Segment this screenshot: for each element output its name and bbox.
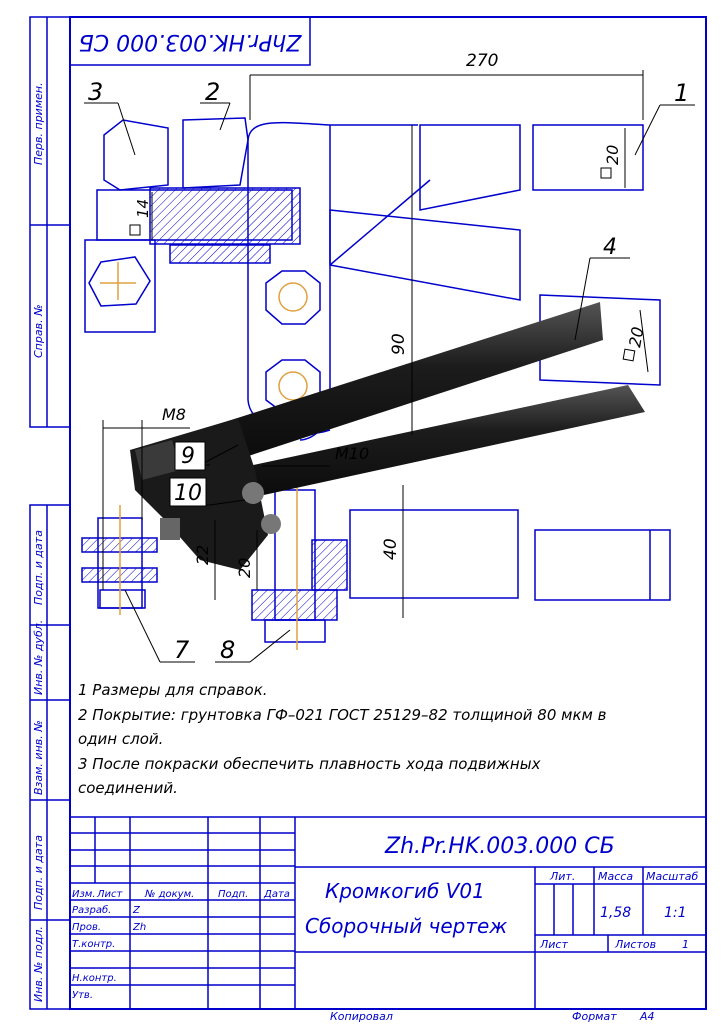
side-label-podp2: Подп. и дата: [32, 835, 45, 910]
balloon-1: 1: [674, 79, 689, 107]
sig-role-2: Т.контр.: [72, 939, 115, 950]
balloon-8: 8: [220, 636, 235, 664]
hdr-izm: Изм.: [72, 889, 96, 900]
side-label-vzam: Взам. инв. №: [32, 720, 45, 795]
sig-role-4: Н.контр.: [72, 973, 117, 984]
balloon-2: 2: [205, 78, 220, 106]
sig-role-1: Пров.: [72, 922, 101, 933]
note-line-5: соединений.: [78, 779, 178, 797]
code-top: ZhPr.HK.003.000 СБ: [79, 29, 303, 54]
dim-20a: 20: [235, 558, 254, 578]
side-strip: [29, 16, 71, 1010]
sig-role-5: Утв.: [72, 990, 93, 1001]
dim-m10: M10: [335, 444, 369, 463]
copied-label: Копировал: [330, 1010, 393, 1023]
dim-22: 22: [193, 545, 212, 565]
side-label-inv-podl: Инв. № подл.: [32, 926, 45, 1002]
side-labels: Перв. примен. Справ. № Подп. и дата Инв.…: [32, 82, 45, 1002]
drawing-code: Zh.Pr.HK.003.000 СБ: [384, 834, 615, 859]
hdr-date: Дата: [263, 889, 290, 900]
balloon-9: 9: [181, 444, 195, 469]
hdr-doc: № докум.: [144, 889, 194, 900]
tool-render: [130, 302, 645, 570]
title-block-text: Zh.Pr.HK.003.000 СБ Кромкогиб V01 Сбороч…: [72, 834, 698, 1023]
balloon-4: 4: [603, 235, 617, 260]
drawing-title-2: Сборочный чертеж: [305, 914, 507, 938]
scale-value: 1:1: [664, 905, 687, 921]
side-label-perv: Перв. примен.: [32, 82, 45, 165]
note-line-3: один слой.: [78, 730, 163, 748]
side-label-inv-dubl: Инв. № дубл.: [32, 620, 45, 695]
sig-role-0: Разраб.: [72, 904, 111, 916]
assembly-drawing: [81, 70, 695, 663]
hdr-list: Лист: [96, 889, 124, 900]
note-line-1: 1 Размеры для справок.: [78, 681, 268, 699]
sig-name-0: Z: [132, 905, 141, 916]
drawing-title-1: Кромкогиб V01: [325, 879, 485, 903]
balloon-3: 3: [88, 78, 103, 106]
note-line-4: 3 После покраски обеспечить плавность хо…: [78, 755, 541, 773]
hdr-sheet: Лист: [539, 938, 568, 951]
mass-value: 1,58: [600, 905, 631, 921]
balloon-10: 10: [174, 481, 202, 506]
hdr-sign: Подп.: [218, 889, 248, 900]
code-box-top: [69, 16, 311, 66]
note-line-2: 2 Покрытие: грунтовка ГФ–021 ГОСТ 25129–…: [78, 706, 607, 724]
hdr-scale: Масштаб: [646, 870, 698, 883]
technical-notes: 1 Размеры для справок. 2 Покрытие: грунт…: [78, 681, 607, 797]
sig-name-1: Zh: [132, 922, 146, 933]
dim-90: 90: [389, 333, 409, 355]
dim-m8: M8: [162, 405, 186, 424]
dim-270: 270: [466, 51, 498, 71]
balloon-7: 7: [174, 636, 190, 664]
dimension-labels: 270 90 40 22 20 14 20 20 M8 M10: [134, 51, 647, 578]
hdr-mass: Масса: [598, 870, 633, 883]
side-label-sprav: Справ. №: [32, 304, 45, 358]
format-label: Формат: [572, 1010, 617, 1023]
side-label-podp1: Подп. и дата: [32, 530, 45, 605]
dim-sq20a: 20: [603, 145, 622, 165]
balloons: 1 2 3 4 7 8 9 10: [88, 78, 689, 664]
hdr-sheets: Листов: [614, 938, 656, 951]
format-value: A4: [639, 1010, 655, 1023]
hdr-lit: Лит.: [549, 870, 575, 883]
dim-40: 40: [381, 538, 401, 560]
dim-14: 14: [134, 199, 152, 218]
dim-sq20b: 20: [625, 325, 647, 348]
sheets-total: 1: [682, 938, 689, 951]
title-block: [69, 816, 707, 1010]
